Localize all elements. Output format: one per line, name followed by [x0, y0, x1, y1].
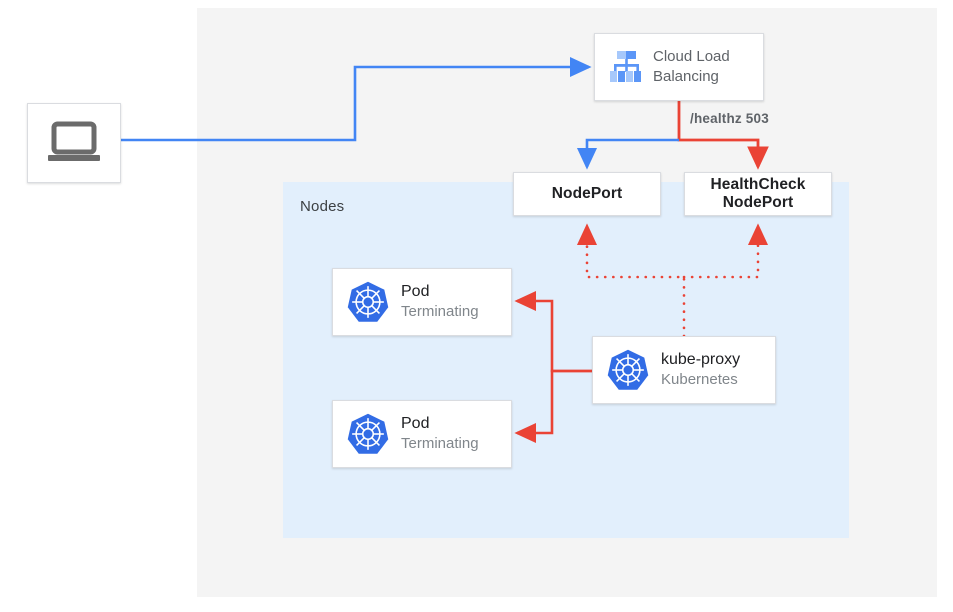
kubernetes-icon [341, 280, 395, 324]
cloud-load-balancing-node[interactable]: Cloud Load Balancing [594, 33, 764, 101]
cloud-load-balancing-label-line-2: Balancing [653, 68, 719, 85]
kube-proxy-node[interactable]: kube-proxy Kubernetes [592, 336, 776, 404]
pod-1-node[interactable]: Pod Terminating [332, 268, 512, 336]
client-node[interactable] [27, 103, 121, 183]
kube-proxy-subtitle: Kubernetes [661, 371, 738, 388]
nodeport-label: NodePort [551, 185, 623, 202]
kube-proxy-title: kube-proxy [661, 351, 741, 368]
healthcheck-nodeport-label: HealthCheck NodePort [711, 176, 806, 212]
pod-1-subtitle: Terminating [401, 303, 479, 320]
healthcheck-nodeport-node[interactable]: HealthCheck NodePort [684, 172, 832, 216]
healthcheck-nodeport-label-line-1: HealthCheck [710, 176, 806, 193]
laptop-icon [48, 121, 100, 161]
cloud-load-balancing-label: Cloud Load Balancing [653, 47, 730, 87]
cloud-load-balancing-label-line-1: Cloud Load [653, 48, 730, 65]
healthcheck-nodeport-label-line-2: NodePort [722, 194, 794, 211]
pod-1-title: Pod [401, 283, 430, 300]
kubernetes-icon [341, 412, 395, 456]
healthz-edge-label: /healthz 503 [690, 111, 769, 126]
nodes-region-label: Nodes [300, 198, 345, 215]
pod-2-node[interactable]: Pod Terminating [332, 400, 512, 468]
cloud-load-balancing-icon [603, 49, 649, 85]
pod-2-text: Pod Terminating [401, 414, 479, 454]
nodeport-node[interactable]: NodePort [513, 172, 661, 216]
kubernetes-icon [601, 348, 655, 392]
pod-2-subtitle: Terminating [401, 435, 479, 452]
pod-2-title: Pod [401, 415, 430, 432]
pod-1-text: Pod Terminating [401, 282, 479, 322]
kube-proxy-text: kube-proxy Kubernetes [661, 350, 740, 390]
